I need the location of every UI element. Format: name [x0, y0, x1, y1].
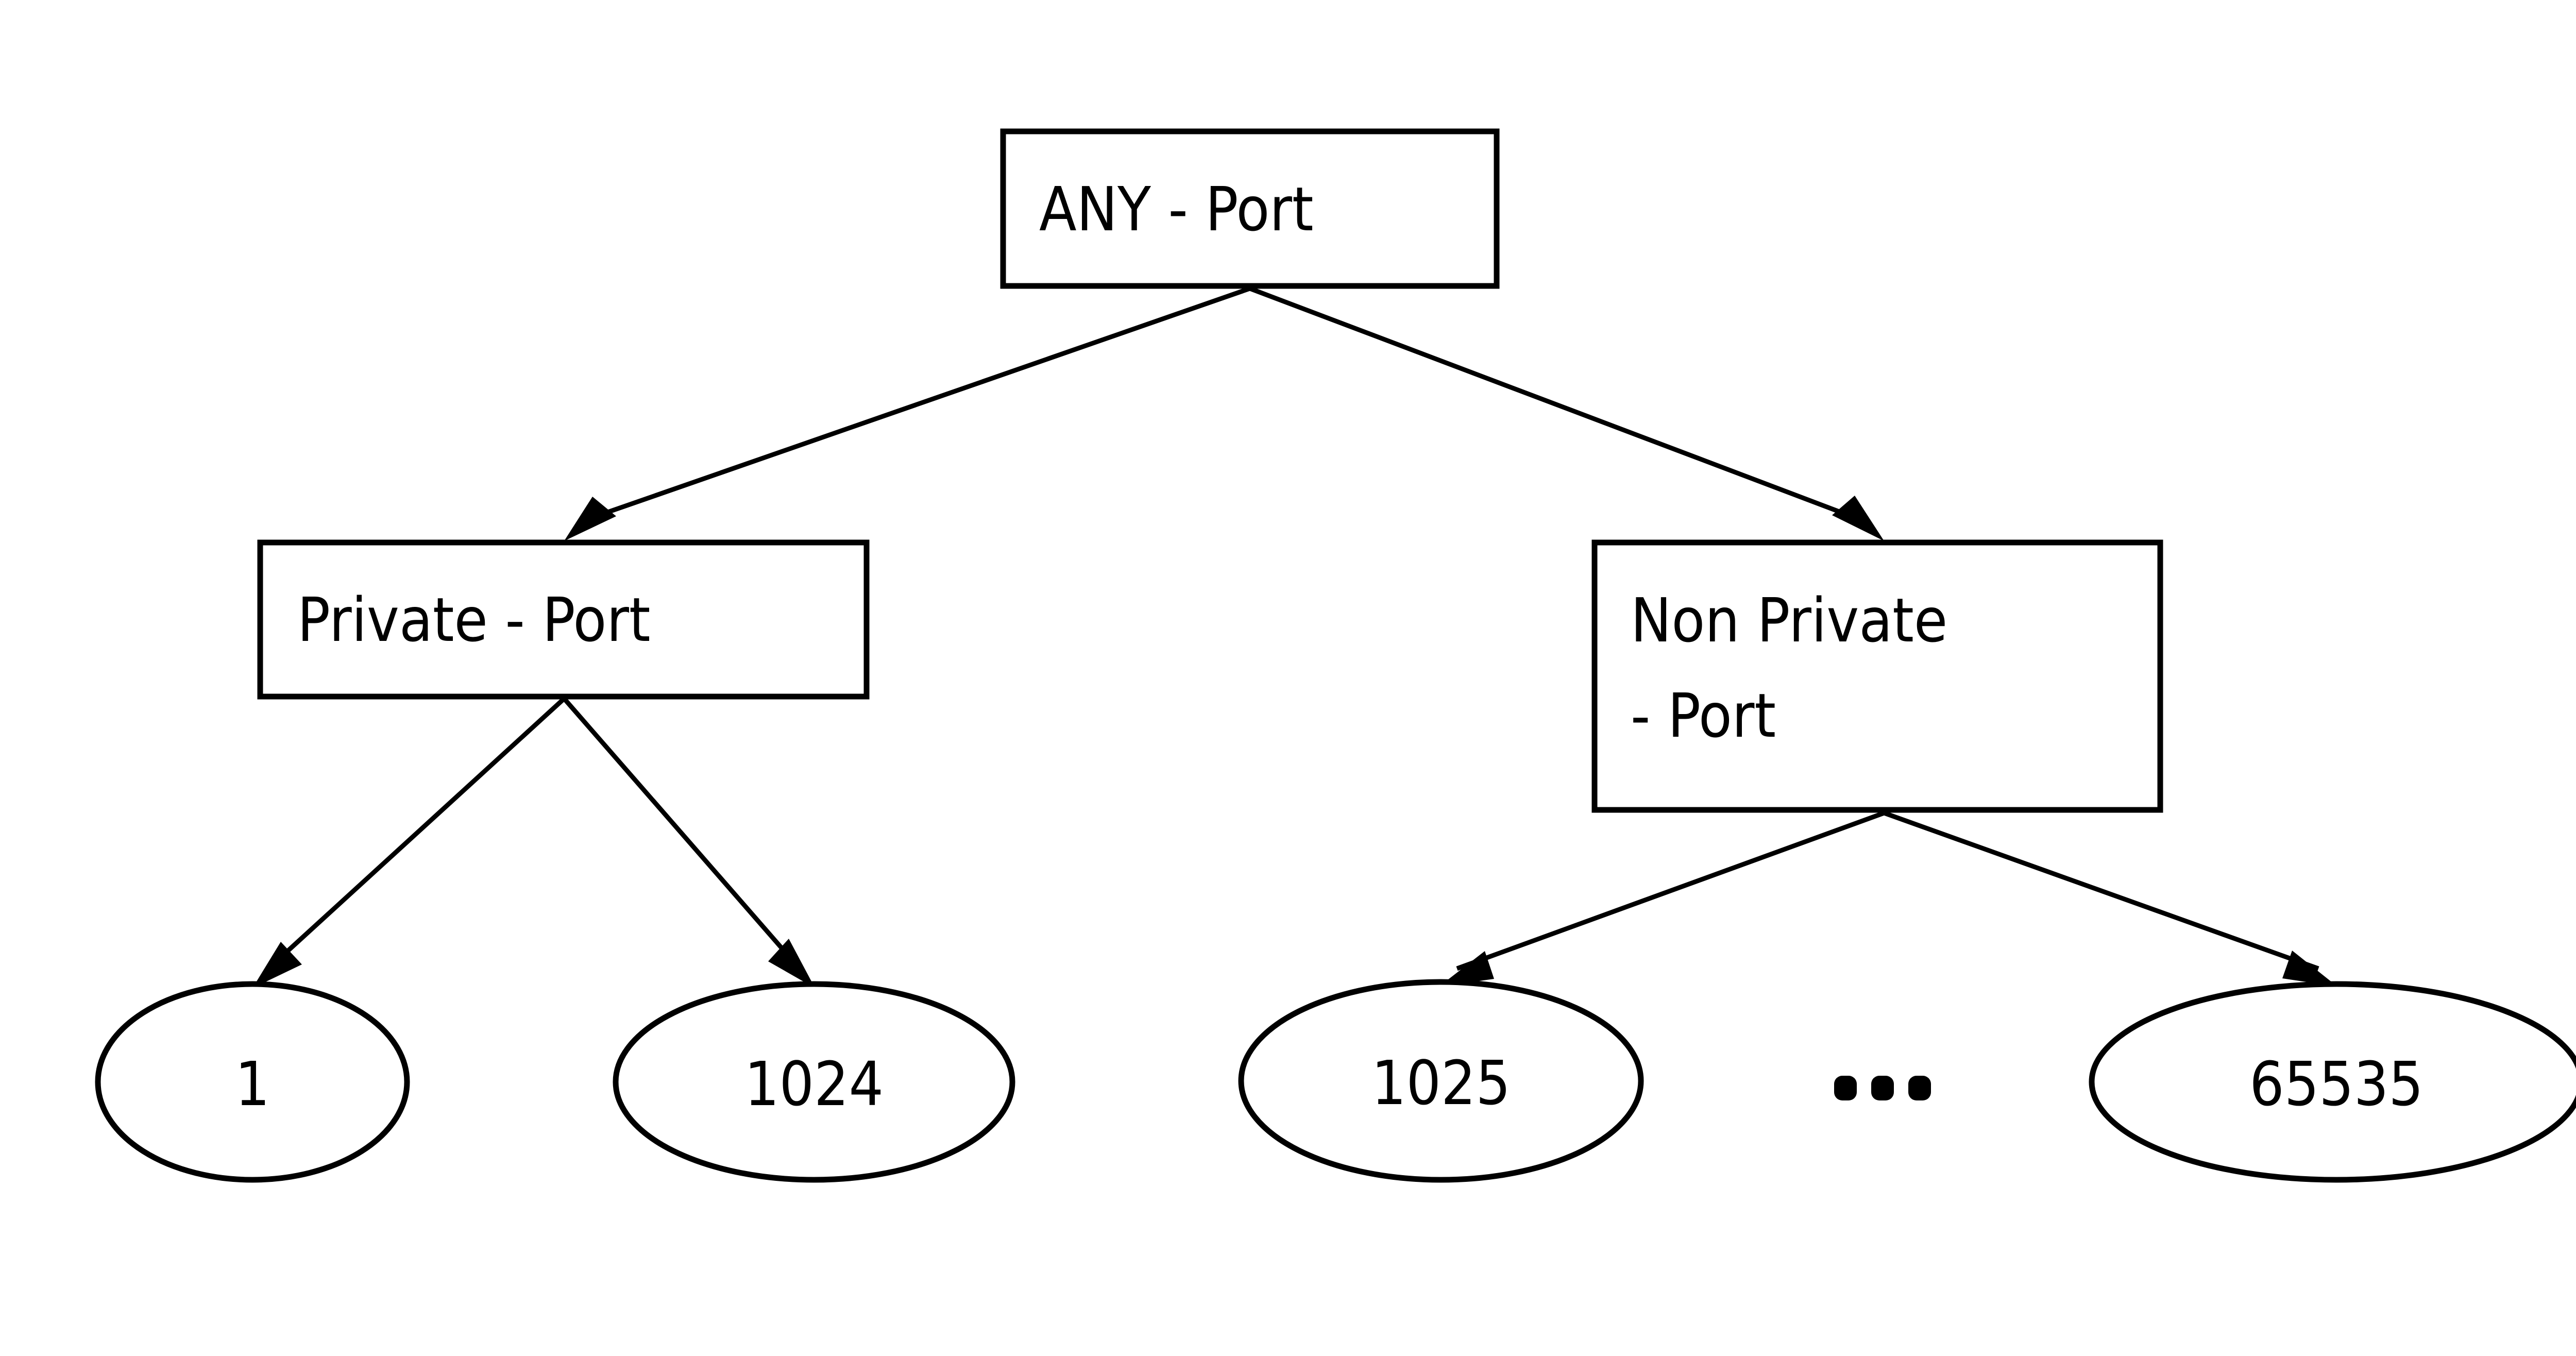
node-port-65535-label: 65535	[2249, 1048, 2424, 1120]
node-private-port[interactable]: Private - Port	[257, 539, 870, 700]
node-port-1024[interactable]: 1024	[613, 981, 1015, 1183]
node-port-1[interactable]: 1	[95, 981, 410, 1183]
node-any-port-label: ANY - Port	[1039, 174, 1314, 245]
node-port-1024-label: 1024	[744, 1048, 884, 1120]
edge-non-private-to-port-1025	[1439, 810, 1885, 987]
range-ellipsis-icon	[1834, 1076, 1931, 1100]
edge-non-private-to-port-65535	[1883, 810, 2337, 987]
node-any-port[interactable]: ANY - Port	[1000, 128, 1500, 289]
edge-any-to-private	[564, 286, 1251, 541]
node-port-1025-label: 1025	[1371, 1047, 1511, 1118]
node-non-private-port-label-line1: Non Private	[1631, 585, 1947, 656]
node-non-private-port-label-line2: - Port	[1631, 680, 1776, 751]
node-private-port-label: Private - Port	[297, 584, 651, 655]
edge-private-to-port-1024	[562, 697, 815, 988]
edge-private-to-port-1	[252, 697, 566, 988]
node-non-private-port[interactable]: Non Private - Port	[1591, 539, 2163, 813]
node-port-1-label: 1	[235, 1048, 270, 1120]
node-port-65535[interactable]: 65535	[2089, 981, 2576, 1183]
edge-any-to-non-private	[1249, 286, 1884, 541]
node-port-1025[interactable]: 1025	[1238, 979, 1644, 1183]
